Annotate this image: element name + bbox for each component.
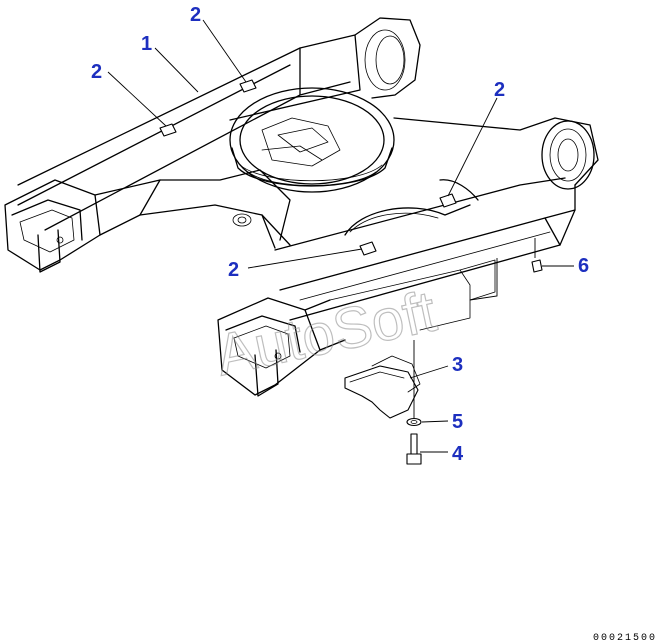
track-guard-part [344,355,421,419]
callout-4: 4 [452,443,464,465]
callout-6: 6 [578,255,589,277]
leader-lines [107,19,574,453]
track-frame [4,17,599,397]
plug-part [531,259,543,273]
bolt-part [406,433,422,465]
drawing-number: 00021500 [593,633,657,643]
washer-part [406,417,422,427]
callout-2-top: 2 [190,4,201,26]
callout-2-right: 2 [494,79,505,101]
callout-2-center: 2 [228,259,239,281]
callout-1: 1 [141,33,152,55]
callout-2-left: 2 [91,61,102,83]
callout-5: 5 [452,411,463,433]
callout-3: 3 [452,354,463,376]
